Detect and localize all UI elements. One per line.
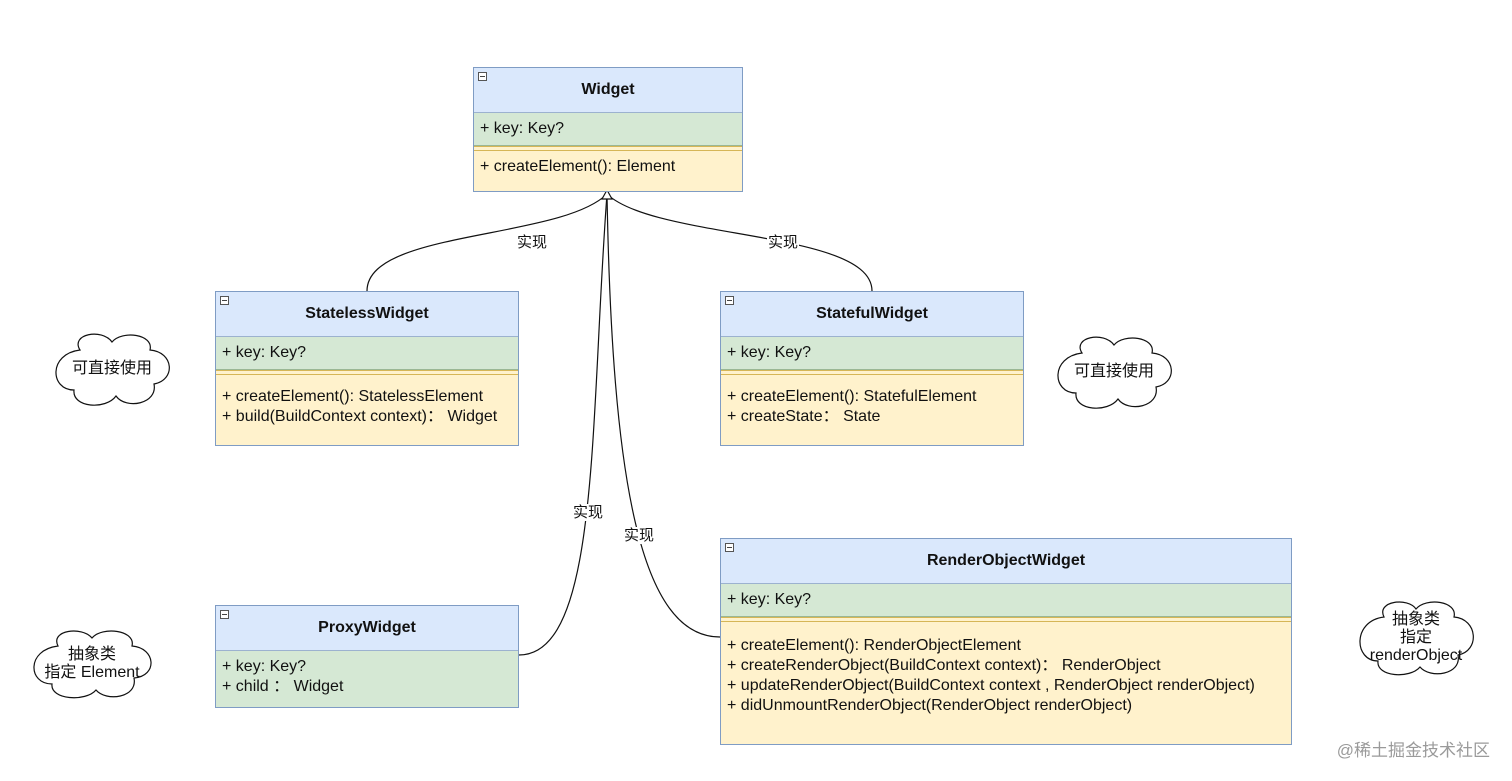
- proxy-widget-class-header: ProxyWidget: [216, 606, 518, 651]
- attribute-line: + key: Key?: [727, 591, 812, 608]
- render-object-widget-methods: + createElement(): RenderObjectElement +…: [721, 622, 1291, 744]
- stateful-widget-attributes: + key: Key?: [721, 337, 1023, 370]
- widget-class-name: Widget: [581, 81, 635, 98]
- render-object-widget-class-box: RenderObjectWidget + key: Key? + createE…: [720, 538, 1292, 745]
- render-object-widget-class-name: RenderObjectWidget: [926, 552, 1086, 569]
- note-cloud-stateful: 可直接使用: [1052, 333, 1176, 411]
- note-cloud-stateless: 可直接使用: [50, 330, 174, 408]
- watermark: @稀土掘金技术社区: [1336, 741, 1490, 760]
- method-line: + createElement(): StatelessElement: [222, 388, 484, 405]
- render-object-widget-class-header: RenderObjectWidget: [721, 539, 1291, 584]
- note-text: 抽象类 指定 Element: [44, 646, 139, 682]
- section-divider: [474, 146, 742, 151]
- cloud-shape: [1057, 336, 1172, 409]
- attribute-line: + key: Key?: [222, 658, 307, 675]
- edge-label-stateful: 实现: [767, 234, 800, 251]
- edge-stateless-to-widget: [366, 193, 608, 292]
- method-line: + createRenderObject(BuildContext contex…: [727, 657, 1161, 674]
- note-line: 抽象类: [1391, 611, 1440, 628]
- section-divider: [721, 370, 1023, 375]
- stateful-widget-class-name: StatefulWidget: [816, 305, 928, 322]
- method-line: + createElement(): RenderObjectElement: [727, 637, 1021, 654]
- method-line: + build(BuildContext context)： Widget: [222, 408, 498, 425]
- proxy-widget-class-name: ProxyWidget: [318, 619, 416, 636]
- proxy-widget-class-box: ProxyWidget + key: Key? + child ： Widget: [215, 605, 519, 708]
- note-text: 可直接使用: [72, 360, 152, 378]
- edge-proxy-to-widget: [518, 193, 608, 656]
- edge-label-proxy: 实现: [572, 504, 605, 521]
- widget-class-header: Widget: [474, 68, 742, 113]
- edge-label-stateless: 实现: [516, 234, 549, 251]
- stateful-widget-class-header: StatefulWidget: [721, 292, 1023, 337]
- proxy-widget-attributes: + key: Key? + child ： Widget: [216, 651, 518, 707]
- note-line: 抽象类: [67, 646, 116, 663]
- render-object-widget-attributes: + key: Key?: [721, 584, 1291, 617]
- stateless-widget-class-name: StatelessWidget: [305, 305, 429, 322]
- collapse-icon[interactable]: [725, 296, 734, 305]
- stateful-widget-methods: + createElement(): StatefulElement + cre…: [721, 375, 1023, 445]
- collapse-icon[interactable]: [478, 72, 487, 81]
- stateless-widget-methods: + createElement(): StatelessElement + bu…: [216, 375, 518, 445]
- cloud-shape: [55, 333, 170, 406]
- attribute-line: + key: Key?: [480, 120, 565, 137]
- widget-class-box: Widget + key: Key? + createElement(): El…: [473, 67, 743, 192]
- section-divider: [216, 370, 518, 375]
- stateless-widget-class-box: StatelessWidget + key: Key? + createElem…: [215, 291, 519, 446]
- cloud-shape: [1359, 601, 1474, 676]
- method-line: + updateRenderObject(BuildContext contex…: [727, 677, 1255, 694]
- section-divider: [721, 617, 1291, 622]
- edge-render-to-widget: [606, 193, 721, 638]
- widget-methods: + createElement(): Element: [474, 151, 742, 191]
- note-line: renderObject: [1369, 647, 1463, 664]
- method-line: + createElement(): Element: [480, 158, 676, 175]
- stateless-widget-class-header: StatelessWidget: [216, 292, 518, 337]
- method-line: + didUnmountRenderObject(RenderObject re…: [727, 697, 1133, 714]
- edge-label-render: 实现: [623, 527, 656, 544]
- collapse-icon[interactable]: [220, 296, 229, 305]
- note-line: 可直接使用: [1073, 363, 1154, 380]
- stateless-widget-attributes: + key: Key?: [216, 337, 518, 370]
- widget-attributes: + key: Key?: [474, 113, 742, 146]
- note-line: 指定: [1399, 629, 1432, 646]
- note-line: 指定 Element: [44, 664, 140, 681]
- note-cloud-proxy: 抽象类 指定 Element: [28, 628, 156, 700]
- attribute-line: + key: Key?: [727, 344, 812, 361]
- attribute-line: + child ： Widget: [222, 678, 344, 695]
- note-cloud-render: 抽象类 指定 renderObject: [1354, 599, 1478, 677]
- attribute-line: + key: Key?: [222, 344, 307, 361]
- note-line: 可直接使用: [71, 360, 152, 377]
- stateful-widget-class-box: StatefulWidget + key: Key? + createEleme…: [720, 291, 1024, 446]
- note-text: 可直接使用: [1074, 363, 1154, 381]
- method-line: + createState： State: [727, 408, 881, 425]
- collapse-icon[interactable]: [220, 610, 229, 619]
- note-text: 抽象类 指定 renderObject: [1370, 611, 1463, 665]
- collapse-icon[interactable]: [725, 543, 734, 552]
- inheritance-arrowhead: [600, 188, 614, 200]
- cloud-shape: [33, 630, 152, 699]
- edge-stateful-to-widget: [606, 193, 873, 292]
- method-line: + createElement(): StatefulElement: [727, 388, 977, 405]
